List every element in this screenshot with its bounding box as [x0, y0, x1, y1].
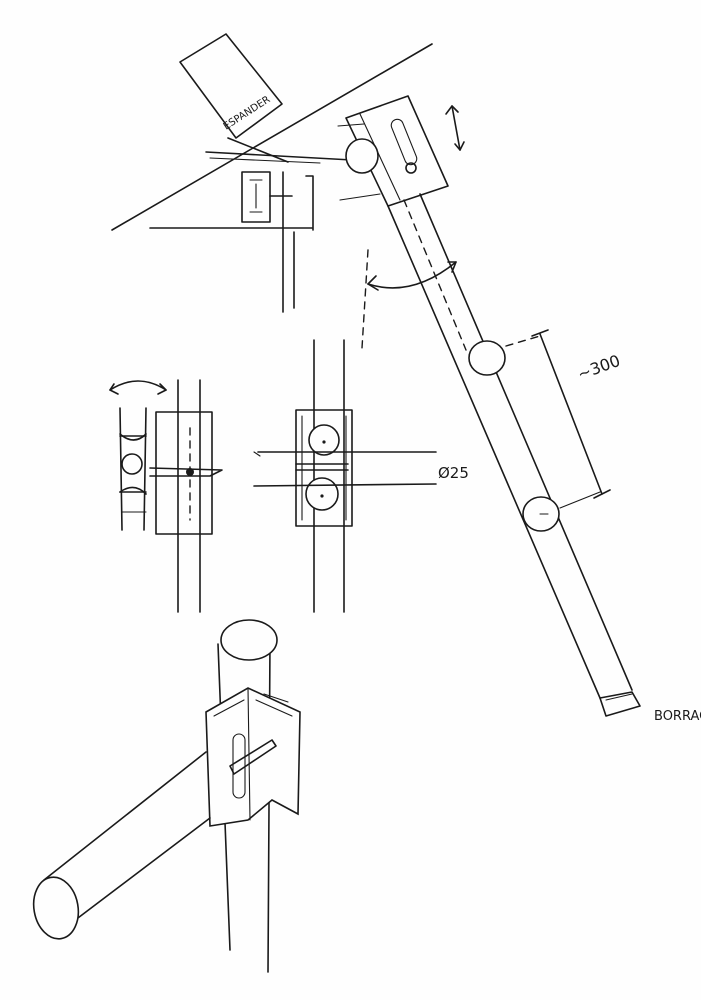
side-detail	[109, 379, 223, 613]
perspective-detail	[32, 619, 301, 973]
wall-slope-detail	[111, 33, 433, 313]
inclined-tube	[337, 95, 641, 717]
length-label: ~300	[575, 351, 623, 384]
borrac-label: BORRAC	[654, 709, 701, 724]
front-detail	[253, 339, 437, 613]
diameter-label: Ø25	[438, 464, 469, 482]
espander-label: ESPANDER	[222, 94, 273, 132]
